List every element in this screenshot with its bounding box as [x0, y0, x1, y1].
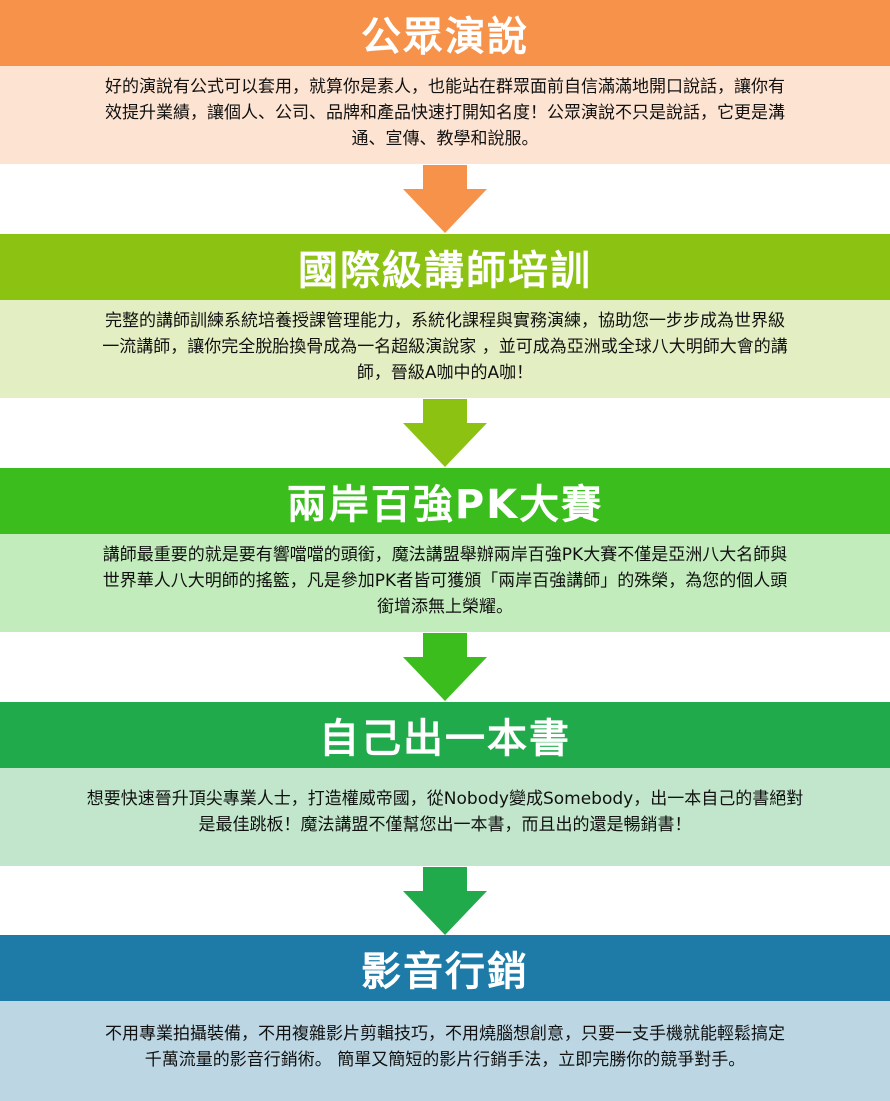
section-title-pk-competition: 兩岸百強PK大賽 — [0, 468, 890, 534]
section-description-lecturer-training: 完整的講師訓練系統培養授課管理能力，系統化課程與實務演練，協助您一步步成為世界級… — [0, 300, 890, 398]
section-title-publish-book: 自己出一本書 — [0, 702, 890, 768]
down-arrow-icon — [0, 867, 890, 935]
section-description-pk-competition: 講師最重要的就是要有響噹噹的頭銜，魔法講盟舉辦兩岸百強PK大賽不僅是亞洲八大名師… — [0, 534, 890, 632]
section-title-public-speaking: 公眾演說 — [0, 0, 890, 66]
section-description-publish-book: 想要快速晉升頂尖專業人士，打造權威帝國，從Nobody變成Somebody，出一… — [0, 768, 890, 866]
section-description-public-speaking: 好的演說有公式可以套用，就算你是素人，也能站在群眾面前自信滿滿地開口說話，讓你有… — [0, 66, 890, 164]
down-arrow-icon — [0, 165, 890, 233]
section-description-video-marketing: 不用專業拍攝裝備，不用複雜影片剪輯技巧，不用燒腦想創意，只要一支手機就能輕鬆搞定… — [0, 1001, 890, 1101]
down-arrow-icon — [0, 633, 890, 701]
section-title-lecturer-training: 國際級講師培訓 — [0, 234, 890, 300]
section-title-video-marketing: 影音行銷 — [0, 935, 890, 1001]
down-arrow-icon — [0, 399, 890, 467]
